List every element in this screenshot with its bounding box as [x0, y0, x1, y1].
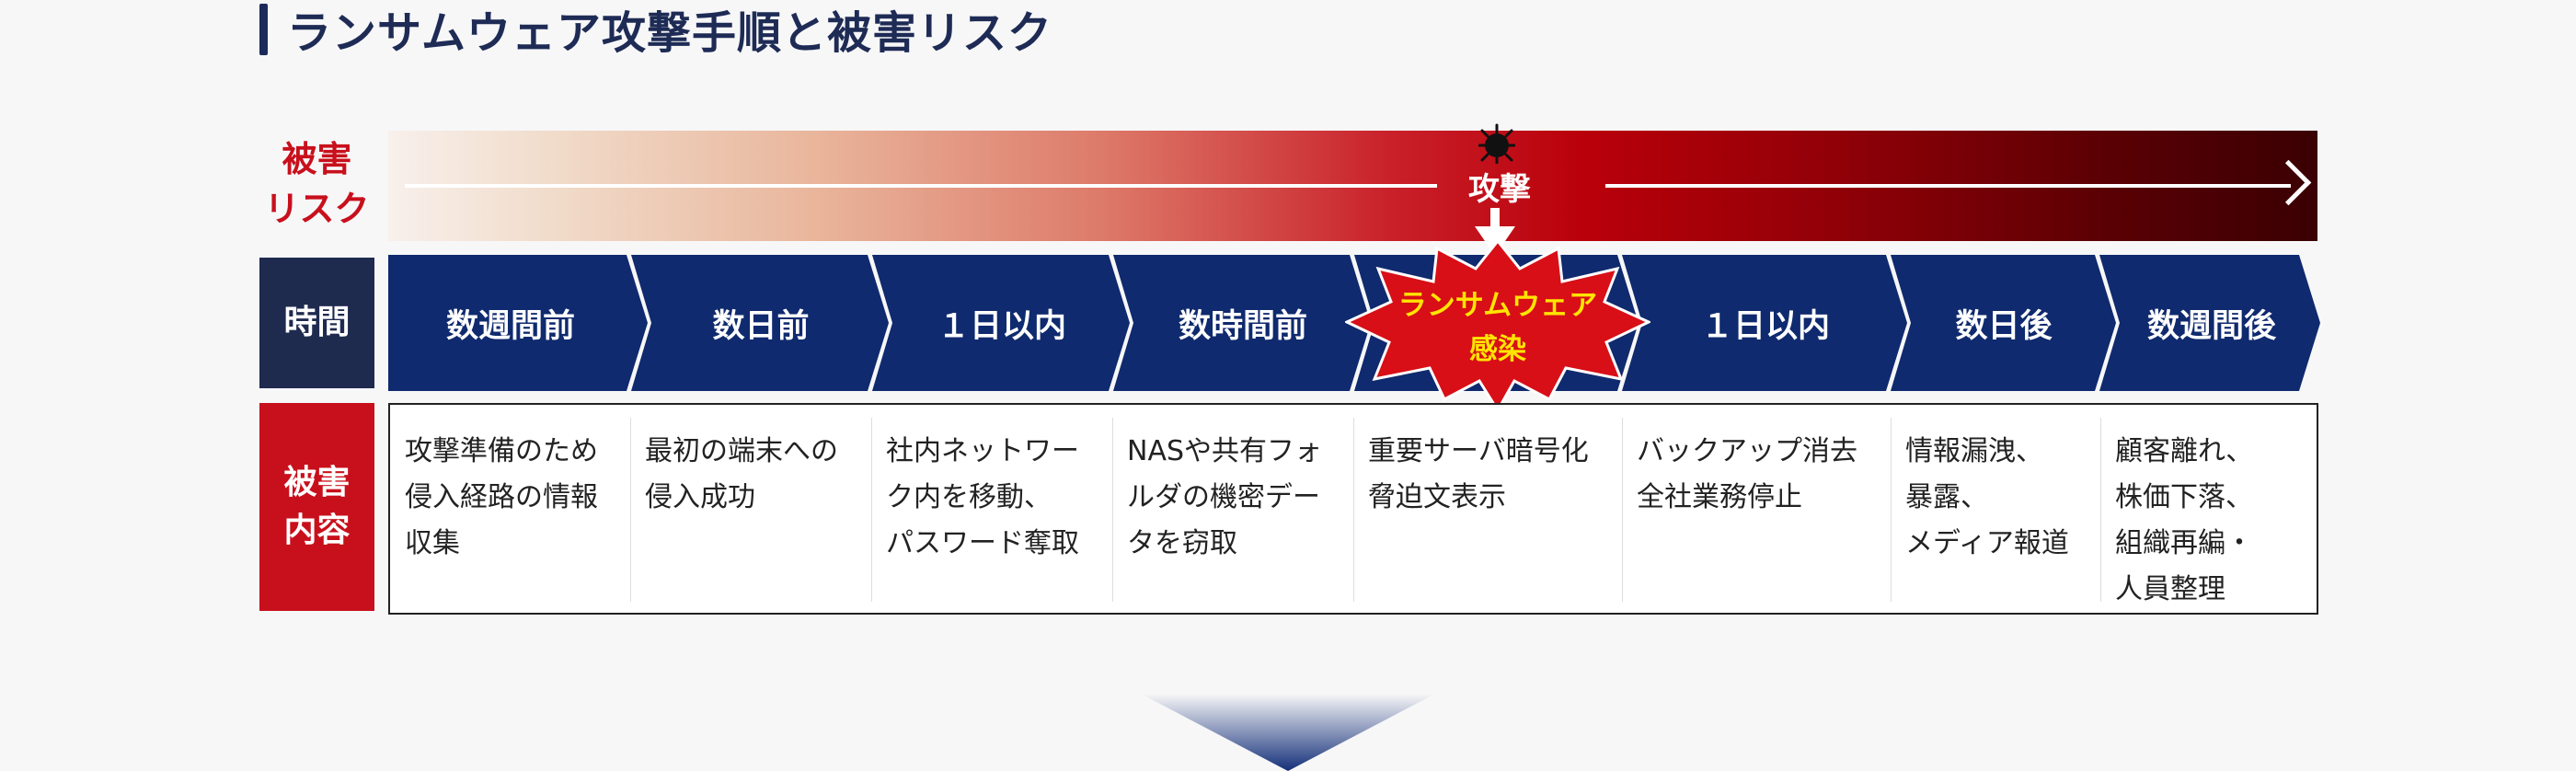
damage-text: ルダの機密デー: [1127, 481, 1320, 513]
damage-cell-3: 社内ネットワー ク内を移動、 パスワード奪取: [871, 412, 1112, 605]
damage-text: NASや共有フォ: [1127, 435, 1323, 467]
infection-label: ランサムウェア 感染: [1345, 283, 1650, 372]
risk-label-line1: 被害: [282, 139, 352, 179]
damage-text: 人員整理: [2115, 573, 2225, 605]
infection-label-line1: ランサムウェア: [1397, 289, 1598, 322]
damage-text: 株価下落、: [2115, 481, 2253, 513]
cell-divider: [630, 418, 631, 602]
cell-divider: [871, 418, 872, 602]
damage-text: パスワード奪取: [886, 527, 1079, 559]
virus-bug-icon: [1478, 123, 1515, 164]
cell-divider: [2100, 418, 2101, 602]
cell-divider: [1112, 418, 1113, 602]
damage-cell-8: 顧客離れ、 株価下落、 組織再編・ 人員整理: [2100, 412, 2314, 605]
damage-label-line2: 内容: [283, 512, 351, 549]
timeline-label-3: １日以内: [937, 307, 1066, 345]
timeline-label-8: 数週間後: [2146, 307, 2276, 345]
risk-line-left: [405, 184, 1437, 188]
timeline-segment-4: [1113, 255, 1371, 391]
risk-label: 被害 リスク: [259, 134, 374, 234]
damage-text: 重要サーバ暗号化: [1368, 435, 1589, 467]
damage-content-box: 攻撃準備のため 侵入経路の情報 収集 最初の端末への 侵入成功 社内ネットワー …: [388, 403, 2318, 615]
damage-text: 侵入成功: [645, 481, 755, 513]
damage-cell-4: NASや共有フォ ルダの機密デー タを窃取: [1112, 412, 1353, 605]
damage-row-label: 被害 内容: [259, 403, 374, 611]
damage-text: 侵入経路の情報: [405, 481, 598, 513]
timeline-segment-3: [872, 255, 1130, 391]
cell-divider: [1891, 418, 1892, 602]
time-row-label: 時間: [259, 258, 374, 388]
cell-divider: [1353, 418, 1354, 602]
damage-text: 社内ネットワー: [886, 435, 1079, 467]
timeline-label-6: １日以内: [1700, 307, 1830, 345]
damage-text: 最初の端末への: [645, 435, 838, 467]
risk-label-line2: リスク: [264, 189, 370, 229]
risk-line-right: [1605, 184, 2291, 188]
cell-divider: [1622, 418, 1623, 602]
chevron-down-icon: [1141, 694, 1435, 771]
infection-label-line2: 感染: [1469, 333, 1526, 366]
timeline-label-2: 数日前: [712, 307, 810, 345]
damage-text: 脅迫文表示: [1368, 481, 1506, 513]
timeline-label-1: 数週間前: [445, 307, 575, 345]
damage-cell-2: 最初の端末への 侵入成功: [630, 412, 871, 605]
timeline-label-7: 数日後: [1955, 307, 2053, 345]
damage-label-line1: 被害: [283, 464, 351, 501]
damage-text: バックアップ消去: [1637, 435, 1857, 467]
timeline-segment-1: [388, 255, 648, 391]
damage-text: 攻撃準備のため: [405, 435, 598, 467]
damage-text: 暴露、: [1905, 481, 1988, 513]
damage-text: ク内を移動、: [886, 481, 1052, 513]
timeline-segment-7: [1891, 255, 2116, 391]
damage-cell-5: 重要サーバ暗号化 脅迫文表示: [1353, 412, 1622, 605]
attack-label: 攻撃: [1468, 171, 1531, 208]
damage-text: 情報漏洩、: [1905, 435, 2043, 467]
damage-text: 顧客離れ、: [2115, 435, 2254, 467]
damage-text: タを窃取: [1127, 527, 1237, 559]
timeline-label-4: 数時間前: [1178, 307, 1307, 345]
timeline-segment-2: [631, 255, 889, 391]
page-title: ランサムウェア攻撃手順と被害リスク: [287, 7, 1053, 59]
title-accent-bar: [259, 4, 268, 55]
timeline-segment-6: [1622, 255, 1907, 391]
damage-text: 収集: [405, 527, 460, 559]
damage-text: 組織再編・: [2115, 527, 2253, 559]
damage-cell-6: バックアップ消去 全社業務停止: [1622, 412, 1891, 605]
damage-text: メディア報道: [1905, 527, 2069, 559]
damage-cell-7: 情報漏洩、 暴露、 メディア報道: [1891, 412, 2100, 605]
damage-cell-1: 攻撃準備のため 侵入経路の情報 収集: [390, 412, 631, 605]
timeline-segment-8: [2099, 255, 2320, 391]
attack-arrow-stem: [1490, 208, 1500, 228]
damage-text: 全社業務停止: [1637, 481, 1802, 513]
